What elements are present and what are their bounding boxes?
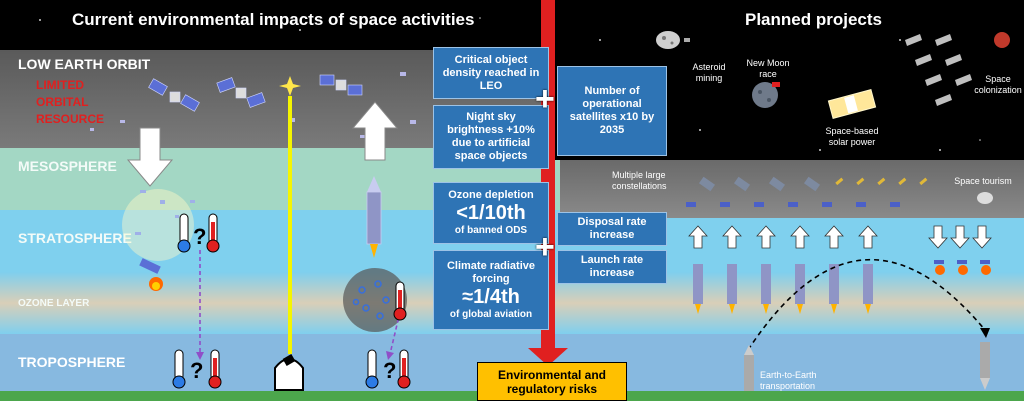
plus-sign: + (535, 80, 555, 118)
thermometer-icon (365, 349, 379, 389)
space-tourism-label: Space tourism (954, 176, 1012, 186)
leo-label: LOW EARTH ORBIT (18, 56, 151, 72)
flash-icon (279, 76, 301, 96)
constellation-icons (698, 176, 821, 192)
disposal-rate-box: Disposal rate increase (557, 212, 667, 246)
observatory-icon (274, 354, 304, 391)
burning-satellite-icon (139, 258, 163, 291)
thermometer-icon (177, 213, 191, 253)
risks-box: Environmental and regulatory risks (477, 362, 627, 401)
constellations-label: Multiple large constellations (612, 170, 667, 191)
moon-icon (752, 82, 780, 108)
critical-density-box: Critical object density reached in LEO (433, 47, 549, 99)
thermometer-icon (208, 349, 222, 389)
colony-ship-icon (905, 34, 972, 106)
thermometer-icon (172, 349, 186, 389)
moon-race-label: New Moon race (746, 58, 790, 79)
e2e-trajectory (747, 258, 986, 351)
climate-forcing-box: Climate radiative forcing ≈1/4th of glob… (433, 250, 549, 330)
deorbit-arrow (126, 127, 174, 187)
limited-label-2: ORBITAL (36, 95, 89, 109)
stratosphere-label: STRATOSPHERE (18, 230, 132, 246)
mars-icon (994, 32, 1010, 48)
plus-sign: + (535, 228, 555, 266)
question-mark: ? (193, 224, 207, 249)
mesosphere-label: MESOSPHERE (18, 158, 117, 174)
launch-up-arrows (688, 225, 878, 249)
e2e-rocket-icon (744, 345, 754, 391)
space-colonization-label: Space colonization (974, 74, 1022, 95)
red-arrowhead (528, 348, 568, 366)
launch-rate-box: Launch rate increase (557, 250, 667, 284)
rocket-icon (366, 176, 382, 258)
question-mark: ? (190, 358, 204, 383)
operational-satellites-box: Number of operational satellites x10 by … (557, 66, 667, 156)
thermometer-icon (206, 213, 220, 253)
right-leo (560, 160, 1024, 218)
limited-label-3: RESOURCE (36, 112, 105, 126)
ozone-depletion-box: Ozone depletion <1/10th of banned ODS (433, 182, 549, 244)
e2e-label: Earth-to-Earth transportation (760, 370, 817, 391)
tourism-capsule-icon (977, 192, 993, 204)
asteroid-icon (656, 31, 690, 49)
satellite-icon (319, 74, 363, 96)
reentry-fire-icons (934, 260, 991, 275)
left-title: Current environmental impacts of space a… (72, 10, 475, 29)
small-satellite-row (686, 202, 900, 207)
solar-power-icon (827, 89, 877, 119)
right-title: Planned projects (745, 10, 882, 29)
e2e-rocket-icon (980, 342, 990, 390)
solar-power-label: Space-based solar power (825, 126, 879, 147)
launch-arrow (351, 101, 399, 161)
limited-label-1: LIMITED (36, 78, 84, 92)
light-beam (288, 96, 292, 354)
question-mark: ? (383, 358, 397, 383)
asteroid-mining-label: Asteroid mining (692, 62, 726, 83)
troposphere-label: TROPOSPHERE (18, 354, 126, 370)
rocket-row (693, 264, 873, 314)
thermometer-icon (393, 281, 407, 321)
reentry-down-arrows (928, 225, 992, 249)
satellite-icon (216, 77, 266, 108)
ozone-label: OZONE LAYER (18, 298, 90, 309)
night-sky-box: Night sky brightness +10% due to artific… (433, 105, 549, 169)
satellite-icon (148, 78, 200, 112)
mini-satellite-icons (835, 177, 928, 186)
thermometer-icon (397, 349, 411, 389)
